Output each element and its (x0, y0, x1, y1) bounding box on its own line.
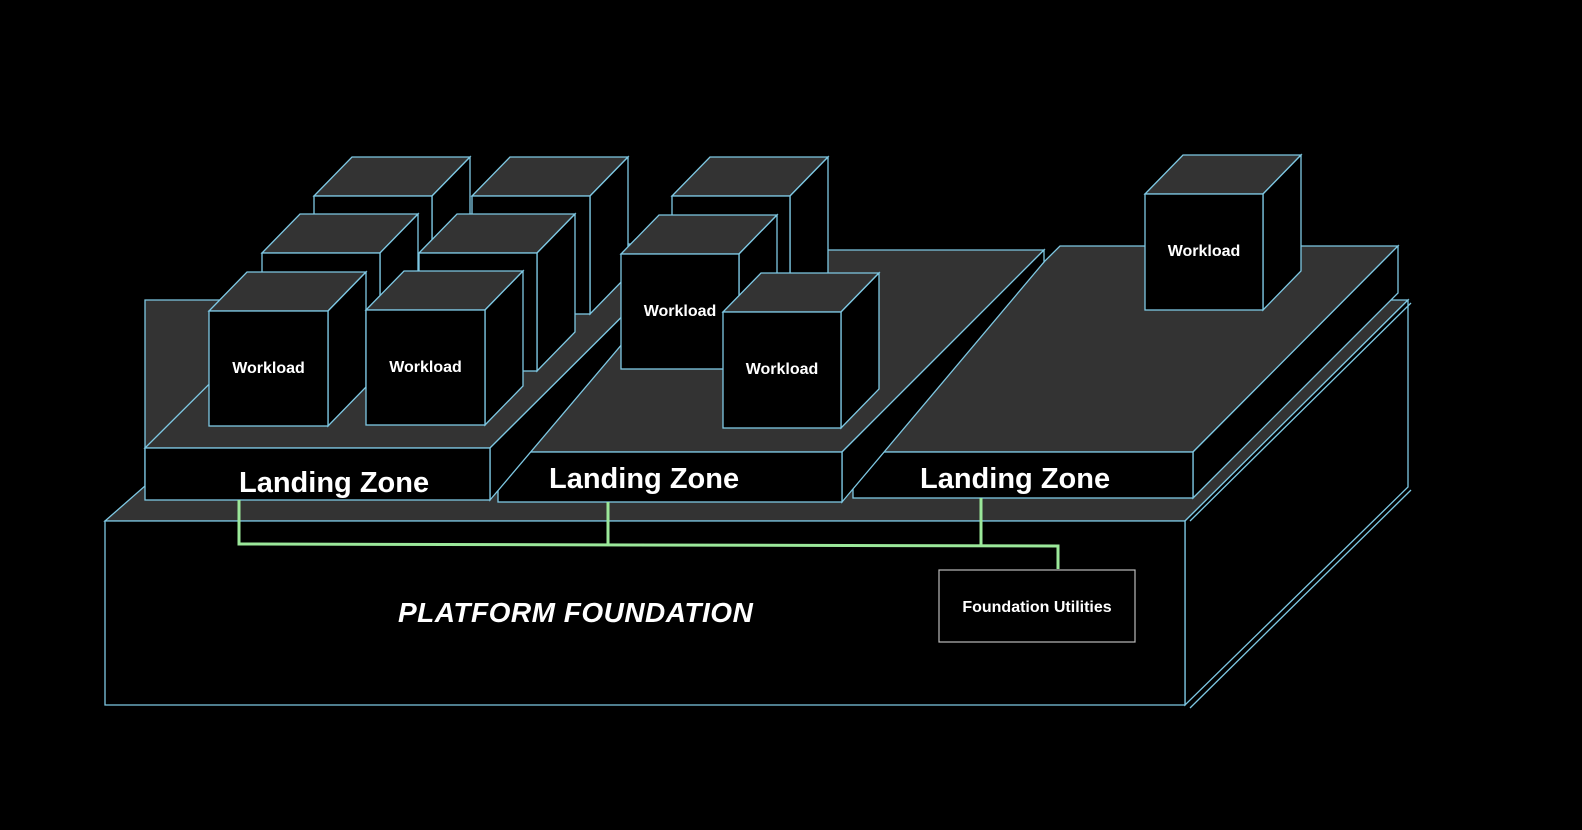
landing-zone-front (497, 451, 843, 503)
foundation-utilities[interactable]: Foundation Utilities (938, 569, 1136, 643)
workload-label: Workload (389, 359, 462, 376)
foundation-edge-highlight (1189, 489, 1412, 709)
workload-label: Workload (746, 361, 819, 378)
cube-front (208, 310, 329, 427)
foundation-utilities-label: Foundation Utilities (962, 599, 1111, 616)
workload-label: Workload (232, 360, 305, 377)
workload-cube[interactable]: Workload (721, 271, 881, 430)
cube-front (1144, 193, 1264, 311)
connector-line (237, 500, 1060, 569)
cube-front (722, 311, 842, 429)
landing-zone-label: Landing Zone (920, 463, 1110, 495)
landing-zone-label: Landing Zone (239, 467, 429, 499)
foundation-front-face (104, 520, 1186, 706)
workload-cube[interactable]: Workload (1143, 153, 1303, 312)
workload-label: Workload (1168, 243, 1241, 260)
landing-zone-front (144, 447, 491, 501)
landing-zone-label: Landing Zone (549, 463, 739, 495)
foundation-edge-highlight (1189, 302, 1412, 522)
foundation-label: PLATFORM FOUNDATION (398, 597, 754, 628)
cube-front (620, 253, 740, 370)
workload-label: Workload (644, 303, 717, 320)
cube-front (365, 309, 486, 426)
connector-lines (237, 498, 1060, 569)
landing-zone-front (852, 451, 1194, 499)
workload-cube[interactable]: Workload (364, 269, 525, 427)
foundation-utilities-box (938, 569, 1136, 643)
workload-cube[interactable]: Workload (207, 270, 368, 428)
